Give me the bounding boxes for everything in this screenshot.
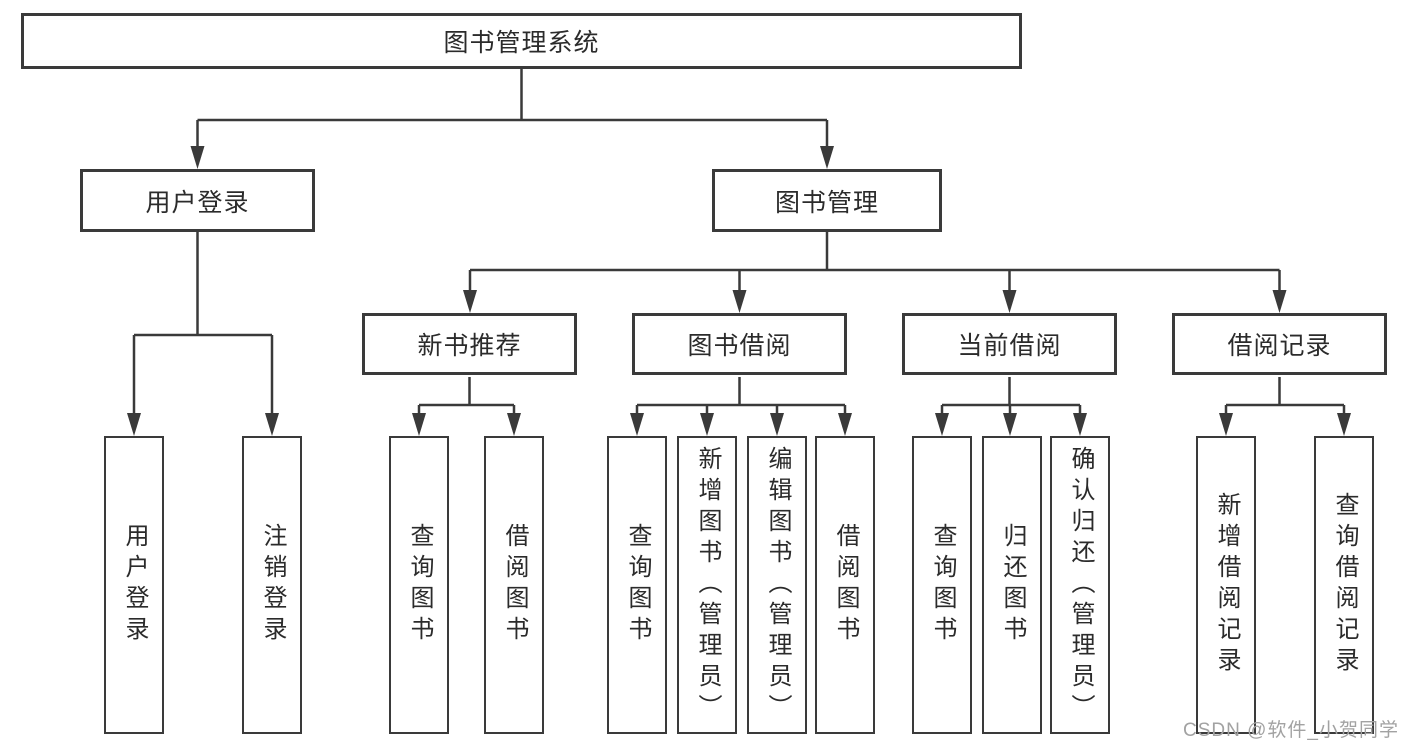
node-borrowing-records: 借阅记录 [1172, 313, 1387, 375]
leaf-confirm-return-admin: 确认归还（管理员） [1050, 436, 1110, 734]
node-book-borrowing: 图书借阅 [632, 313, 847, 375]
leaf-query-books-borrowing: 查询图书 [607, 436, 667, 734]
node-current-borrowing: 当前借阅 [902, 313, 1117, 375]
leaf-edit-book-admin: 编辑图书（管理员） [747, 436, 807, 734]
leaf-add-book-admin-label: 新增图书（管理员） [694, 445, 721, 725]
leaf-borrow-books-recommend: 借阅图书 [484, 436, 544, 734]
leaf-return-books-label: 归还图书 [999, 523, 1026, 647]
node-library-system: 图书管理系统 [21, 13, 1022, 69]
leaf-confirm-return-admin-label: 确认归还（管理员） [1067, 445, 1094, 725]
leaf-query-books-recommend: 查询图书 [389, 436, 449, 734]
leaf-query-books-current-label: 查询图书 [929, 523, 956, 647]
leaf-add-book-admin: 新增图书（管理员） [677, 436, 737, 734]
leaf-return-books: 归还图书 [982, 436, 1042, 734]
leaf-query-borrow-record: 查询借阅记录 [1314, 436, 1374, 734]
leaf-logout-label: 注销登录 [259, 523, 286, 647]
leaf-borrow-books-recommend-label: 借阅图书 [501, 523, 528, 647]
watermark: CSDN @软件_小贺同学 [1183, 720, 1399, 741]
leaf-query-borrow-record-label: 查询借阅记录 [1331, 492, 1358, 678]
leaf-query-books-current: 查询图书 [912, 436, 972, 734]
leaf-borrow-books-borrowing: 借阅图书 [815, 436, 875, 734]
leaf-borrow-books-borrowing-label: 借阅图书 [832, 523, 859, 647]
leaf-user-login: 用户登录 [104, 436, 164, 734]
node-user-login: 用户登录 [80, 169, 315, 232]
leaf-query-books-borrowing-label: 查询图书 [624, 523, 651, 647]
leaf-logout: 注销登录 [242, 436, 302, 734]
node-new-book-recommendation: 新书推荐 [362, 313, 577, 375]
leaf-edit-book-admin-label: 编辑图书（管理员） [764, 445, 791, 725]
leaf-user-login-label: 用户登录 [121, 523, 148, 647]
node-book-management: 图书管理 [712, 169, 942, 232]
leaf-query-books-recommend-label: 查询图书 [406, 523, 433, 647]
leaf-new-borrow-record-label: 新增借阅记录 [1213, 492, 1240, 678]
leaf-new-borrow-record: 新增借阅记录 [1196, 436, 1256, 734]
